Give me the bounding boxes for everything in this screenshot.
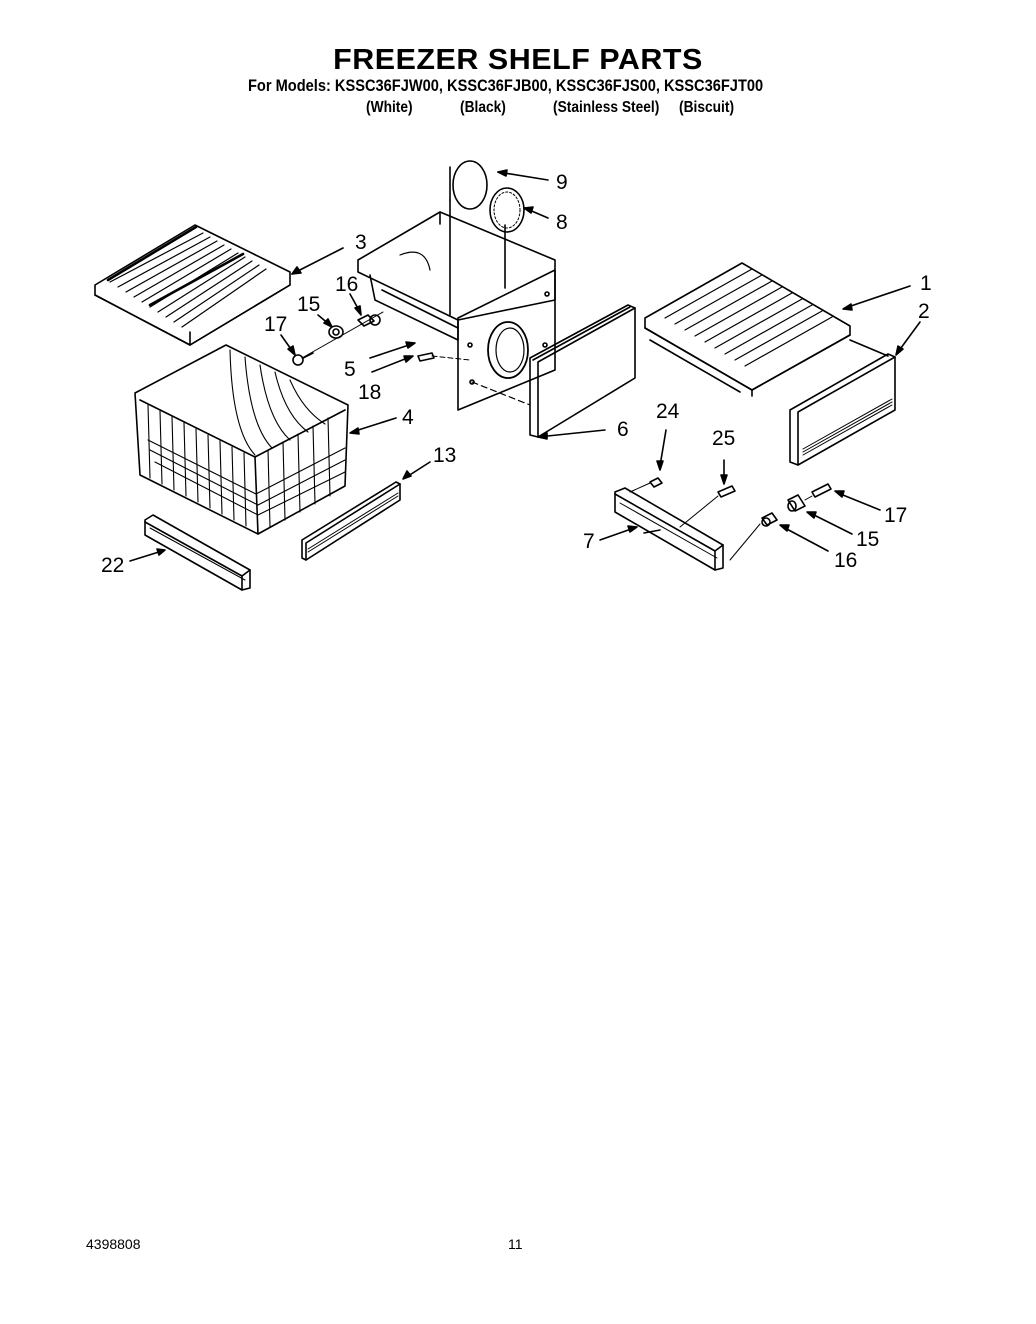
callout-16-right: 16 [834, 549, 857, 572]
page-number: 11 [508, 1236, 523, 1252]
callout-18: 18 [358, 381, 381, 404]
page-title: FREEZER SHELF PARTS [333, 44, 703, 76]
callout-6: 6 [617, 418, 629, 441]
wire-basket-part [134, 344, 349, 535]
models-line: For Models: KSSC36FJW00, KSSC36FJB00, KS… [248, 76, 764, 95]
bushing-15-right-part [787, 494, 806, 512]
callout-24: 24 [656, 400, 680, 423]
callout-22: 22 [101, 554, 124, 577]
callout-15-right: 15 [856, 528, 879, 551]
grille-disc-part [489, 187, 525, 233]
wire-shelf-part [94, 224, 291, 346]
callout-4: 4 [402, 406, 414, 429]
slide-shelf-part [644, 262, 851, 397]
spacer-16-right-part [761, 512, 778, 527]
callout-3: 3 [355, 231, 367, 254]
screw-25-part [679, 485, 736, 528]
document-number: 4398808 [86, 1236, 141, 1252]
callout-8: 8 [556, 211, 568, 234]
basket-trim-part [301, 481, 401, 561]
callout-7: 7 [583, 530, 595, 553]
color-stainless-steel: (Stainless Steel) [553, 99, 660, 116]
color-biscuit: (Biscuit) [679, 99, 735, 116]
callout-25: 25 [712, 427, 735, 450]
leader-3 [291, 247, 344, 275]
callout-1: 1 [920, 272, 932, 295]
basket-rail-part [144, 514, 251, 591]
cover-disc-part [452, 160, 488, 210]
ice-bin-housing-part [357, 199, 556, 411]
callout-16: 16 [335, 273, 358, 296]
callout-9: 9 [556, 171, 568, 194]
callout-17: 17 [264, 313, 287, 336]
color-white: (White) [366, 99, 413, 116]
callout-5: 5 [344, 358, 356, 381]
callout-13: 13 [433, 444, 456, 467]
nut-24-part [629, 477, 663, 493]
callout-2: 2 [918, 300, 930, 323]
bin-door-part [471, 304, 636, 438]
screw-part-left [292, 352, 314, 366]
color-black: (Black) [460, 99, 506, 116]
callout-17-right: 17 [884, 504, 907, 527]
screw-18-part [417, 352, 471, 362]
shelf-rail-part [614, 487, 724, 571]
callout-15: 15 [297, 293, 320, 316]
shelf-front-part [789, 339, 896, 466]
bushing-part-left [328, 325, 344, 339]
screw-17-right-part [811, 483, 832, 498]
